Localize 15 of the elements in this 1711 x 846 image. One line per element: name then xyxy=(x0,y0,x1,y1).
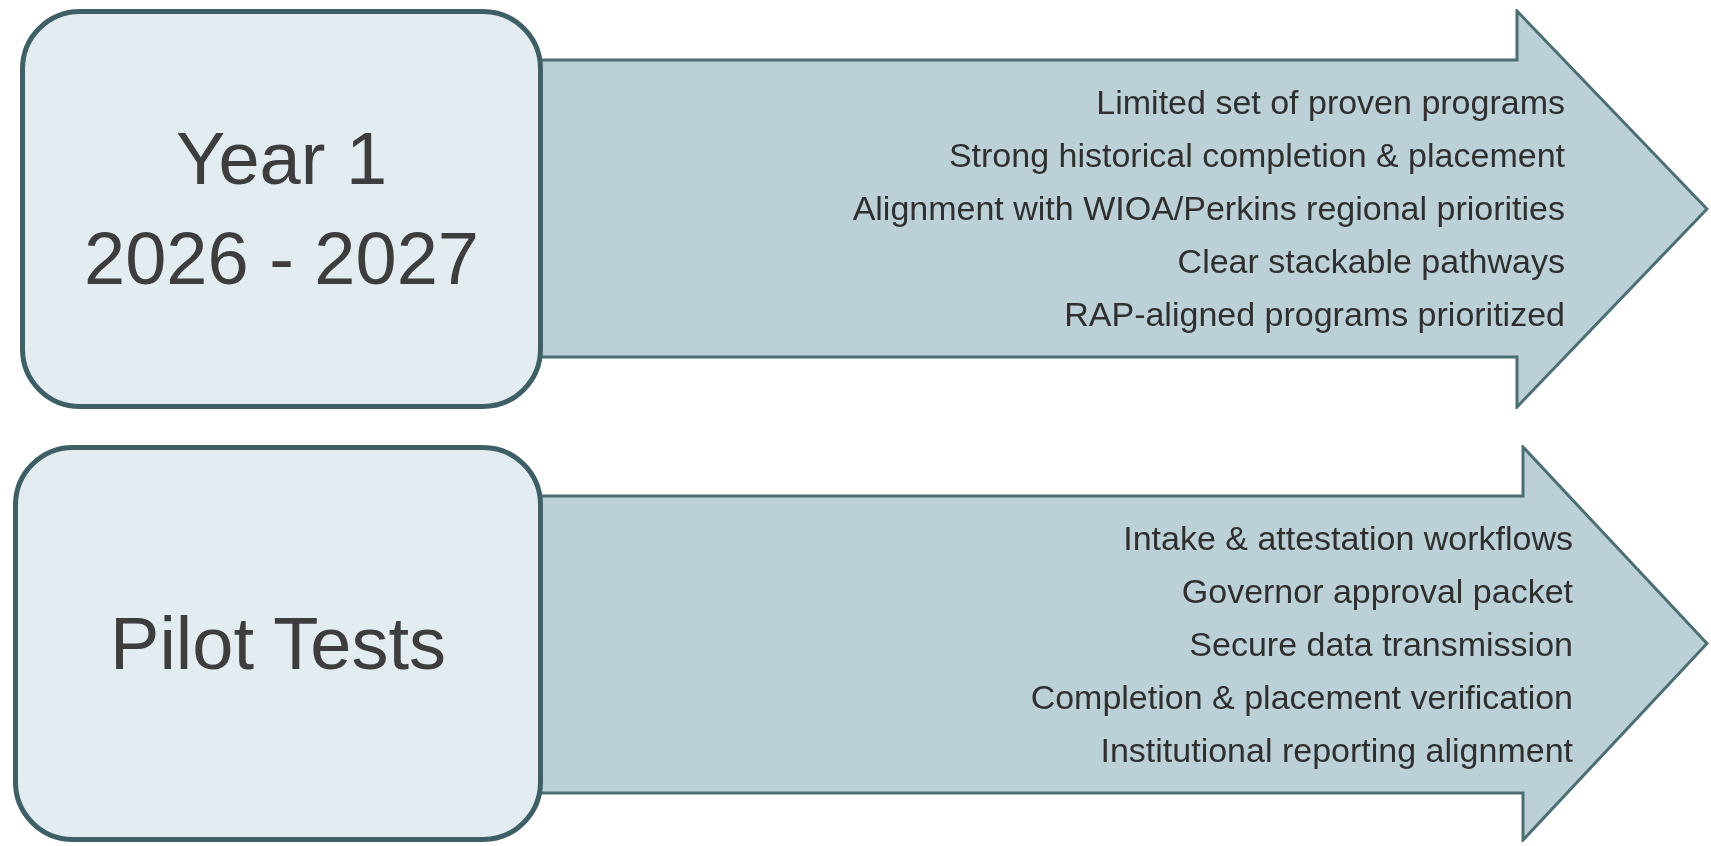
arrow-text: Limited set of proven programs xyxy=(1096,82,1565,123)
rounded-box xyxy=(20,9,543,409)
arrow-text: Alignment with WIOA/Perkins regional priorities xyxy=(852,188,1565,229)
arrow-text: Governor approval packet xyxy=(1181,571,1573,612)
rounded-box xyxy=(13,445,543,842)
box-label: Pilot Tests xyxy=(110,600,446,687)
arrow-text: Completion & placement verification xyxy=(1030,677,1573,718)
box-label: Year 1 xyxy=(175,116,388,203)
arrow-text: Institutional reporting alignment xyxy=(1100,730,1573,771)
arrow-text: Strong historical completion & placement xyxy=(948,135,1565,176)
arrow-text: Secure data transmission xyxy=(1189,624,1573,665)
arrow-text: Intake & attestation workflows xyxy=(1123,518,1573,559)
arrow-text: Clear stackable pathways xyxy=(1177,241,1565,282)
box-label: 2026 - 2027 xyxy=(84,216,479,302)
arrow-text: RAP-aligned programs prioritized xyxy=(1064,294,1565,335)
